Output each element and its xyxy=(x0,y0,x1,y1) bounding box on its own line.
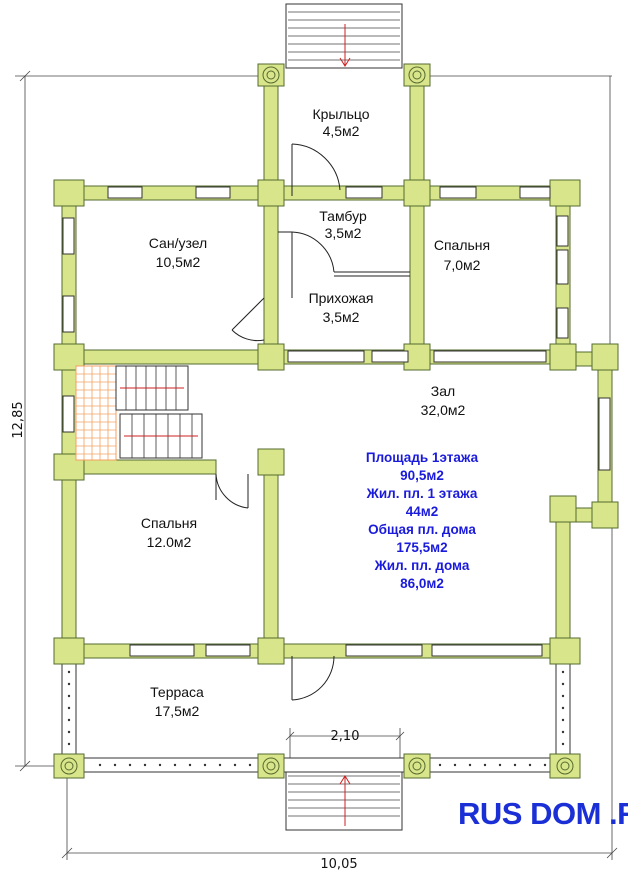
area-summary: Площадь 1этажа 90,5м2 Жил. пл. 1 этажа 4… xyxy=(366,450,479,591)
dimension-labels: 12,85 10,05 2,10 xyxy=(11,401,359,872)
site-logo: RUS DOM .RU xyxy=(458,796,628,831)
floor-area-value: 90,5м2 xyxy=(400,468,444,483)
round-posts xyxy=(53,63,581,779)
hall-area: 32,0м2 xyxy=(421,402,466,418)
hallway-name: Прихожая xyxy=(309,290,374,306)
bedroom-small-area: 7,0м2 xyxy=(444,257,481,273)
living-floor-value: 44м2 xyxy=(406,504,439,519)
windows xyxy=(62,186,611,657)
room-labels: Крыльцо 4,5м2 Тамбур 3,5м2 Сан/узел 10,5… xyxy=(141,106,490,719)
doors-and-partitions xyxy=(215,143,410,701)
hall-name: Зал xyxy=(431,383,455,399)
porch-width-dimension: 2,10 xyxy=(331,729,360,744)
width-dimension: 10,05 xyxy=(320,857,357,872)
living-house-value: 86,0м2 xyxy=(400,576,444,591)
bottom-porch-stairs xyxy=(285,767,403,831)
terrace-name: Терраса xyxy=(150,684,204,700)
terrace-area: 17,5м2 xyxy=(155,703,200,719)
total-area-value: 175,5м2 xyxy=(396,540,447,555)
hallway-area: 3,5м2 xyxy=(323,309,360,325)
terrace-railing xyxy=(67,670,565,767)
wall-joints xyxy=(53,179,619,665)
bedroom-small-name: Спальня xyxy=(434,237,490,253)
top-porch-stairs xyxy=(285,3,403,69)
living-floor-label: Жил. пл. 1 этажа xyxy=(366,486,478,501)
height-dimension: 12,85 xyxy=(11,401,26,438)
bedroom-large-name: Спальня xyxy=(141,515,197,531)
dimension-lines xyxy=(15,70,618,860)
living-house-label: Жил. пл. дома xyxy=(374,558,470,573)
bathroom-area: 10,5м2 xyxy=(156,254,201,270)
vestibule-area: 3,5м2 xyxy=(325,225,362,241)
interior-staircase xyxy=(75,365,203,461)
floor-area-label: Площадь 1этажа xyxy=(366,450,479,465)
porch-name: Крыльцо xyxy=(312,106,369,122)
porch-area: 4,5м2 xyxy=(323,123,360,139)
vestibule-name: Тамбур xyxy=(319,208,367,224)
bedroom-large-area: 12.0м2 xyxy=(147,534,192,550)
bathroom-name: Сан/узел xyxy=(149,235,207,251)
logo-text: RUS DOM .RU xyxy=(458,796,628,831)
total-area-label: Общая пл. дома xyxy=(368,522,476,537)
